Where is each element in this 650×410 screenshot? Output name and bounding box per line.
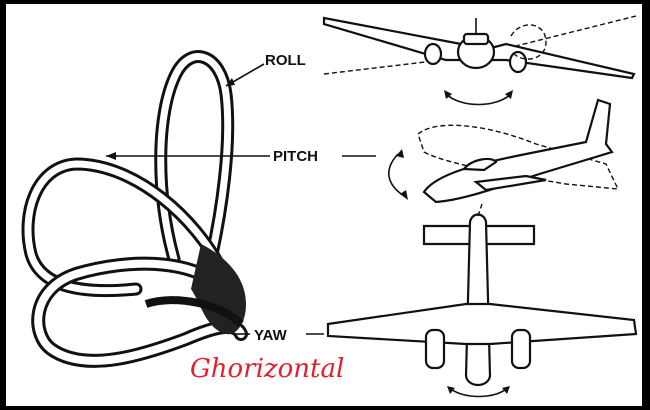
roll-label: ROLL — [265, 52, 306, 69]
leader-lines — [106, 63, 376, 335]
semicircular-canals-illustration — [21, 50, 248, 368]
pitch-aircraft-illustration — [388, 98, 620, 204]
yaw-aircraft-illustration — [326, 203, 638, 398]
pitch-label: PITCH — [273, 148, 318, 165]
diagram-panel: ROLL PITCH YAW — [6, 4, 642, 406]
handwritten-annotation: Ghorizontal — [190, 354, 344, 384]
axes-diagram: ROLL PITCH YAW — [21, 15, 638, 398]
yaw-label: YAW — [254, 327, 288, 344]
roll-aircraft-illustration — [322, 15, 637, 106]
